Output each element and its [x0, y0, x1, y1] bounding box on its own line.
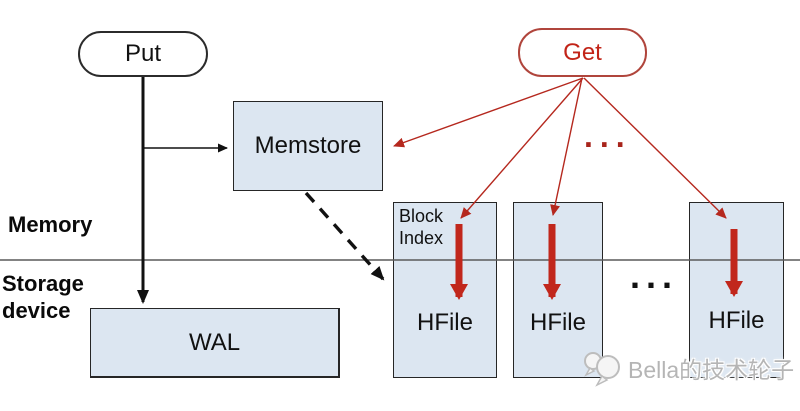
storage-label-line2: device: [2, 298, 71, 323]
get-label: Get: [563, 38, 602, 66]
memstore-node: Memstore: [233, 101, 383, 191]
get-to-hfile1-arrow: [460, 77, 584, 219]
block-index-line2: Index: [399, 228, 444, 248]
storage-label-line1: Storage: [2, 271, 84, 296]
memstore-label: Memstore: [254, 132, 362, 159]
put-label: Put: [124, 40, 162, 67]
get-to-hfile2-arrow: [550, 77, 583, 216]
block-index-label: Block Index: [399, 205, 443, 249]
block-index-line1: Block: [399, 206, 444, 226]
get-to-memstore-arrow: [393, 77, 584, 148]
memstore-flush-dashed-arrow: [304, 191, 385, 281]
speech-bubbles-icon: [584, 352, 620, 387]
more-hfiles-ellipsis-black: ...: [630, 255, 679, 296]
hfile1-node: Block Index HFile: [393, 202, 497, 378]
hfile2-label: HFile: [529, 309, 586, 336]
hfile3-label: HFile: [708, 307, 765, 334]
watermark-text: Bella的技术轮子: [628, 357, 795, 383]
get-node: Get: [518, 28, 647, 77]
hfile2-node: HFile: [513, 202, 603, 378]
wal-label: WAL: [188, 328, 241, 356]
watermark: Bella的技术轮子: [581, 346, 794, 390]
more-hfiles-ellipsis-red: ...: [584, 118, 632, 154]
storage-device-region-label: Storage device: [2, 270, 84, 324]
put-node: Put: [78, 31, 208, 77]
wal-node: WAL: [90, 308, 340, 378]
hfile1-label: HFile: [416, 309, 473, 336]
memory-region-label: Memory: [8, 212, 93, 237]
